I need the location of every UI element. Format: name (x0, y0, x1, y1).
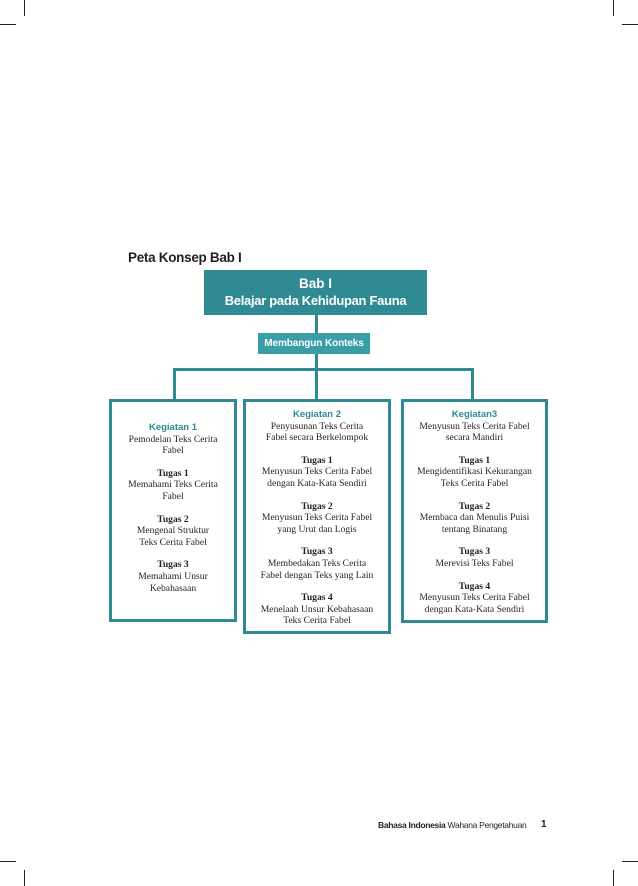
task-text: Fabel (162, 490, 184, 502)
task-title: Tugas 2 (458, 500, 491, 512)
chapter-title: Belajar pada Kehidupan Fauna (224, 293, 407, 308)
activity-card-1: Kegiatan 1 Pemodelan Teks Cerita Fabel T… (109, 399, 237, 622)
page-number: 1 (541, 819, 547, 830)
task-title: Tugas 2 (301, 500, 333, 512)
task-text: Mengenal Struktur (136, 525, 210, 537)
connector-line (471, 368, 474, 399)
task-text: Memahami Unsur (138, 570, 208, 582)
activity-description: Penyusunan Teks Cerita (270, 420, 364, 432)
crop-mark (622, 861, 638, 862)
connector-line (315, 354, 318, 370)
activity-card-2: Kegiatan 2 Penyusunan Teks Cerita Fabel … (243, 399, 391, 634)
activity-description: Menyusun Teks Cerita Fabel (419, 420, 530, 432)
task-title: Tugas 1 (301, 454, 333, 466)
activity-title: Kegiatan3 (451, 409, 498, 420)
chapter-box: Bab I Belajar pada Kehidupan Fauna (204, 270, 427, 315)
task-title: Tugas 3 (458, 546, 491, 558)
connector-line (173, 368, 176, 399)
footer-subtitle: Wahana Pengetahuan (447, 820, 527, 830)
activity-title: Kegiatan 2 (292, 409, 342, 420)
connector-line (315, 315, 318, 333)
crop-mark (622, 24, 638, 25)
task-text: Mengidentifikasi Kekurangan (417, 466, 532, 478)
task-text: Menyusun Teks Cerita Fabel (419, 592, 530, 604)
task-title: Tugas 1 (458, 454, 491, 466)
task-text: yang Urut dan Logis (277, 523, 357, 535)
task-text: Teks Cerita Fabel (440, 477, 509, 489)
task-title: Tugas 3 (157, 559, 189, 571)
task-title: Tugas 2 (157, 513, 189, 525)
footer-running-head: Bahasa Indonesia Wahana Pengetahuan (378, 820, 527, 830)
task-text: Merevisi Teks Fabel (435, 557, 514, 569)
connector-line (315, 368, 318, 399)
crop-mark (0, 24, 16, 25)
task-text: Teks Cerita Fabel (139, 536, 207, 548)
activity-description: Fabel secara Berkelompok (265, 432, 369, 444)
task-text: Menyusun Teks Cerita Fabel (261, 466, 373, 478)
activity-description: Fabel (162, 445, 184, 457)
task-title: Tugas 1 (157, 467, 189, 479)
task-text: Membedakan Teks Cerita (267, 557, 367, 569)
task-text: tentang Binatang (441, 523, 508, 535)
task-text: Fabel dengan Teks yang Lain (260, 569, 374, 581)
task-title: Tugas 3 (301, 546, 333, 558)
task-text: Menyusun Teks Cerita Fabel (261, 512, 373, 524)
crop-mark (24, 870, 25, 886)
task-text: dengan Kata-Kata Sendiri (424, 603, 525, 615)
activity-card-3: Kegiatan3 Menyusun Teks Cerita Fabel sec… (401, 399, 548, 623)
task-text: Menelaah Unsur Kebahasaan (260, 603, 374, 615)
activity-description: Pemodelan Teks Cerita (128, 433, 218, 445)
task-text: Memahami Teks Cerita (128, 479, 218, 491)
task-title: Tugas 4 (458, 580, 491, 592)
task-text: Teks Cerita Fabel (283, 615, 351, 627)
task-text: Kebahasaan (149, 582, 197, 594)
connector-line (173, 368, 474, 371)
chapter-number: Bab I (298, 276, 332, 291)
concept-map-title: Peta Konsep Bab I (128, 250, 242, 265)
task-text: Membaca dan Menulis Puisi (419, 512, 530, 524)
activity-description: secara Mandiri (445, 432, 504, 444)
activity-title: Kegiatan 1 (148, 422, 198, 433)
context-box: Membangun Konteks (258, 333, 370, 354)
crop-mark (613, 0, 614, 16)
crop-mark (0, 861, 16, 862)
footer-book-title: Bahasa Indonesia (378, 820, 446, 830)
crop-mark (24, 0, 25, 16)
task-text: dengan Kata-Kata Sendiri (267, 477, 367, 489)
crop-mark (613, 870, 614, 886)
task-title: Tugas 4 (301, 592, 333, 604)
